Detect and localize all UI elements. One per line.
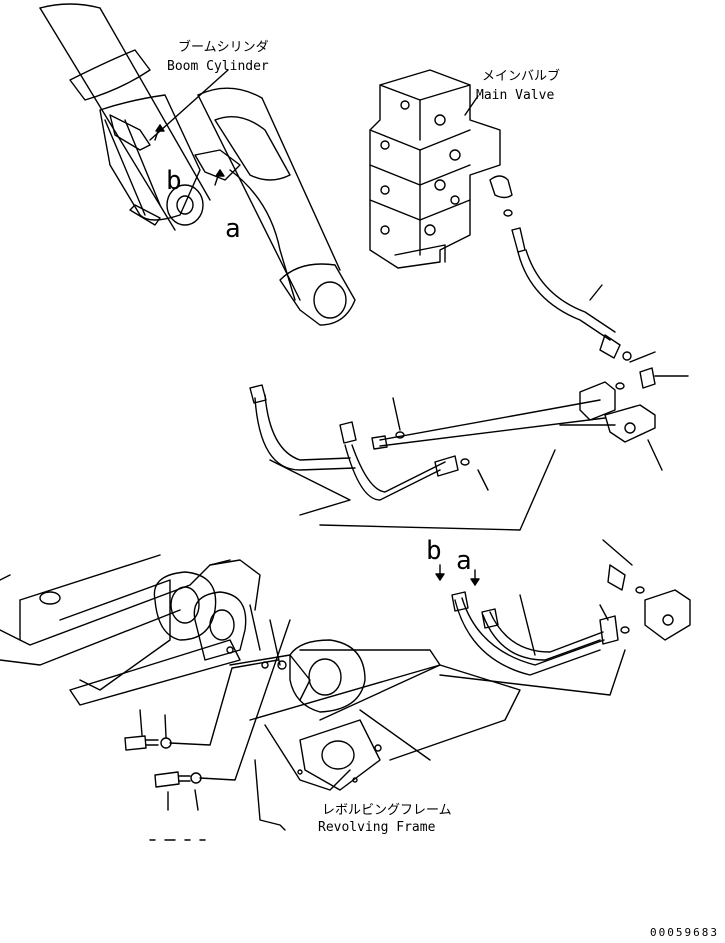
label-leaders bbox=[149, 69, 479, 141]
revolving-frame-label-en: Revolving Frame bbox=[318, 820, 436, 835]
revolving-frame bbox=[0, 554, 521, 831]
main-valve bbox=[369, 69, 501, 269]
boom-cylinder-left bbox=[39, 3, 211, 231]
callout-a-lower: a bbox=[456, 546, 472, 576]
callout-b-upper: b bbox=[166, 166, 182, 196]
lower-hose-assembly bbox=[435, 539, 691, 696]
boom-cylinder-label-en: Boom Cylinder bbox=[167, 59, 269, 74]
valve-hose bbox=[489, 175, 689, 389]
boom-cylinder-right bbox=[194, 87, 356, 326]
boom-cylinder-label-jp: ブームシリンダ bbox=[178, 40, 269, 55]
revolving-frame-label-jp: レボルビングフレーム bbox=[322, 803, 452, 818]
document-number: 00059683 bbox=[650, 926, 719, 939]
callout-a-upper: a bbox=[225, 214, 241, 244]
main-valve-label-jp: メインバルブ bbox=[482, 69, 561, 84]
bolts-and-washers bbox=[124, 619, 291, 841]
main-valve-label-en: Main Valve bbox=[476, 88, 555, 103]
upper-block-assembly bbox=[249, 381, 663, 531]
callout-b-lower: b bbox=[426, 536, 442, 566]
